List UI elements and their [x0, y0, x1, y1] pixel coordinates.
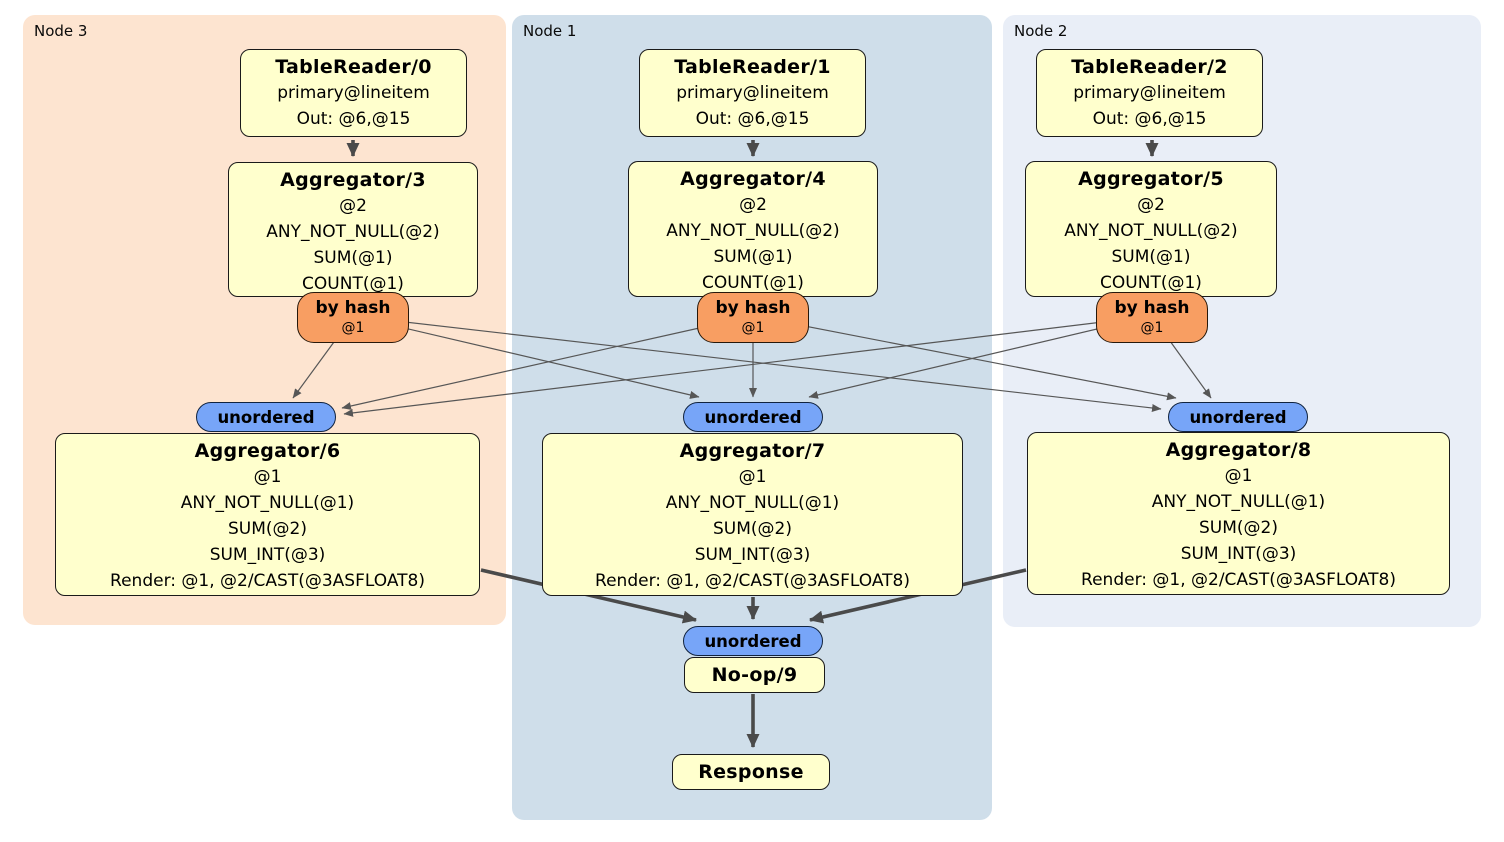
- processor-aggregator-5: Aggregator/5 @2 ANY_NOT_NULL(@2) SUM(@1)…: [1025, 161, 1277, 297]
- processor-tablereader-0: TableReader/0 primary@lineitem Out: @6,@…: [240, 49, 467, 137]
- router-column: @1: [1140, 320, 1164, 336]
- processor-detail: COUNT(@1): [702, 273, 804, 293]
- processor-title: Aggregator/7: [679, 440, 826, 462]
- processor-detail: primary@lineitem: [1073, 83, 1226, 103]
- sync-label: unordered: [217, 407, 315, 427]
- processor-aggregator-7: Aggregator/7 @1 ANY_NOT_NULL(@1) SUM(@2)…: [542, 433, 963, 596]
- processor-detail: @1: [738, 467, 767, 487]
- processor-detail: Out: @6,@15: [1092, 109, 1207, 129]
- processor-detail: Render: @1, @2/CAST(@3ASFLOAT8): [1081, 570, 1396, 590]
- sync-label: unordered: [704, 407, 802, 427]
- processor-detail: SUM_INT(@3): [694, 545, 811, 565]
- processor-detail: Out: @6,@15: [296, 109, 411, 129]
- processor-detail: @2: [339, 196, 367, 216]
- processor-detail: Out: @6,@15: [695, 109, 810, 129]
- processor-noop-9: No-op/9: [684, 657, 825, 693]
- processor-detail: @2: [1137, 195, 1165, 215]
- processor-title: TableReader/1: [674, 56, 831, 78]
- processor-aggregator-8: Aggregator/8 @1 ANY_NOT_NULL(@1) SUM(@2)…: [1027, 432, 1450, 595]
- processor-title: Aggregator/8: [1165, 439, 1312, 461]
- processor-aggregator-4: Aggregator/4 @2 ANY_NOT_NULL(@2) SUM(@1)…: [628, 161, 878, 297]
- processor-detail: SUM(@1): [313, 248, 393, 268]
- processor-detail: primary@lineitem: [676, 83, 829, 103]
- node-region-label: Node 3: [34, 22, 88, 40]
- processor-title: Aggregator/5: [1078, 168, 1224, 190]
- processor-detail: SUM(@1): [1111, 247, 1191, 267]
- processor-detail: SUM(@2): [1199, 518, 1278, 538]
- processor-detail: SUM_INT(@3): [1180, 544, 1297, 564]
- processor-title: No-op/9: [711, 664, 798, 686]
- router-label: by hash: [315, 298, 391, 318]
- processor-detail: COUNT(@1): [1100, 273, 1202, 293]
- sync-unordered-7: unordered: [683, 402, 823, 432]
- processor-detail: @1: [1224, 466, 1253, 486]
- processor-detail: ANY_NOT_NULL(@2): [266, 222, 440, 242]
- processor-title: Response: [698, 761, 804, 783]
- router-by-hash-2: by hash @1: [1096, 292, 1208, 343]
- router-by-hash-0: by hash @1: [297, 292, 409, 343]
- processor-detail: ANY_NOT_NULL(@1): [1151, 492, 1326, 512]
- processor-detail: Render: @1, @2/CAST(@3ASFLOAT8): [110, 571, 425, 591]
- processor-title: Aggregator/3: [280, 169, 426, 191]
- processor-detail: ANY_NOT_NULL(@2): [1064, 221, 1238, 241]
- router-label: by hash: [715, 298, 791, 318]
- processor-detail: Render: @1, @2/CAST(@3ASFLOAT8): [595, 571, 910, 591]
- processor-detail: primary@lineitem: [277, 83, 430, 103]
- processor-detail: @1: [253, 467, 282, 487]
- router-column: @1: [341, 320, 365, 336]
- sync-unordered-6: unordered: [196, 402, 336, 432]
- processor-tablereader-1: TableReader/1 primary@lineitem Out: @6,@…: [639, 49, 866, 137]
- processor-detail: SUM_INT(@3): [209, 545, 326, 565]
- processor-title: Aggregator/6: [194, 440, 341, 462]
- processor-aggregator-3: Aggregator/3 @2 ANY_NOT_NULL(@2) SUM(@1)…: [228, 162, 478, 297]
- processor-detail: ANY_NOT_NULL(@2): [666, 221, 840, 241]
- sync-label: unordered: [704, 631, 802, 651]
- processor-tablereader-2: TableReader/2 primary@lineitem Out: @6,@…: [1036, 49, 1263, 137]
- processor-detail: SUM(@1): [713, 247, 793, 267]
- router-label: by hash: [1114, 298, 1190, 318]
- processor-response: Response: [672, 754, 830, 790]
- router-by-hash-1: by hash @1: [697, 292, 809, 343]
- processor-title: TableReader/2: [1071, 56, 1228, 78]
- sync-unordered-final: unordered: [683, 626, 823, 656]
- sync-label: unordered: [1189, 407, 1287, 427]
- router-column: @1: [741, 320, 765, 336]
- processor-aggregator-6: Aggregator/6 @1 ANY_NOT_NULL(@1) SUM(@2)…: [55, 433, 480, 596]
- processor-detail: ANY_NOT_NULL(@1): [180, 493, 355, 513]
- sync-unordered-8: unordered: [1168, 402, 1308, 432]
- node-region-label: Node 2: [1014, 22, 1068, 40]
- processor-detail: @2: [739, 195, 767, 215]
- processor-detail: SUM(@2): [228, 519, 307, 539]
- processor-title: Aggregator/4: [680, 168, 826, 190]
- node-region-label: Node 1: [523, 22, 577, 40]
- processor-detail: ANY_NOT_NULL(@1): [665, 493, 840, 513]
- processor-detail: COUNT(@1): [302, 274, 404, 294]
- processor-detail: SUM(@2): [713, 519, 792, 539]
- processor-title: TableReader/0: [275, 56, 432, 78]
